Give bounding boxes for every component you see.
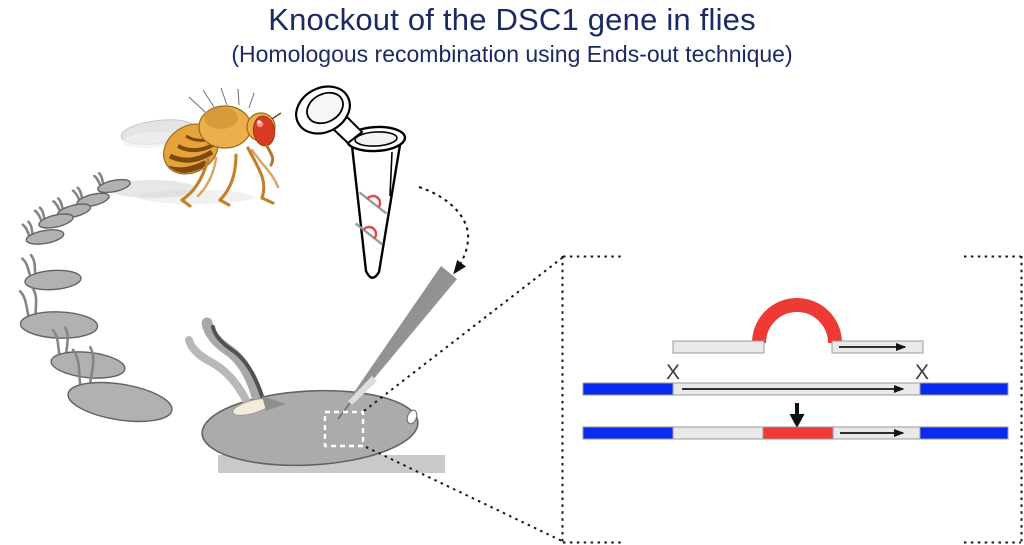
zoom-connector-lines: [363, 257, 563, 542]
embryo-flap: [262, 396, 286, 411]
eppendorf-tube: [295, 85, 407, 279]
embryo-arc: [17, 166, 181, 430]
tube-body: [350, 143, 402, 279]
fly-leg: [250, 148, 280, 189]
recombination-arrow: [789, 403, 805, 428]
crossover-label-right: X: [915, 361, 929, 384]
egg: [17, 286, 100, 341]
fly-leg: [260, 196, 275, 205]
fly-thorax: [188, 87, 255, 149]
fly-leg: [196, 156, 218, 198]
fruit-fly-illustration: [108, 87, 282, 208]
embryo-appendage: [201, 317, 264, 406]
egg: [21, 251, 83, 293]
chromosome-left: [582, 426, 674, 440]
fly-leg: [246, 146, 266, 200]
micropyle: [406, 409, 418, 425]
page-subtitle: (Homologous recombination using Ends-out…: [231, 41, 793, 67]
roi-dashed-box: [323, 410, 365, 448]
dna-construct-mini: [354, 222, 384, 246]
fly-head: [246, 112, 282, 167]
tube-cap: [295, 85, 351, 135]
recombined-locus-row: [582, 426, 1009, 440]
target-locus-row: [582, 382, 1009, 396]
fly-leg: [218, 198, 231, 207]
crossover-label-left: X: [666, 361, 680, 384]
donor-construct-row: [672, 298, 924, 354]
large-embryo: [185, 317, 419, 467]
fly-proboscis: [265, 144, 275, 167]
inserted-marker: [762, 426, 834, 440]
chromosome-left: [582, 382, 674, 396]
homology-arm-left: [672, 426, 764, 440]
dna-construct-mini: [358, 191, 388, 215]
embryo-appendage: [185, 336, 251, 406]
page-title: Knockout of the DSC1 gene in flies: [268, 2, 756, 37]
gene-targeting-diagram: X X: [582, 298, 1009, 440]
tube-inner-line: [389, 151, 393, 197]
egg: [34, 200, 75, 232]
homology-arm-left: [672, 340, 765, 354]
fly-leg: [180, 158, 210, 202]
embryo-appendage-dark: [211, 325, 265, 401]
magnified-panel-frame: [561, 255, 1023, 544]
transfer-arrow: [418, 186, 470, 275]
fly-leg: [180, 198, 192, 208]
chromosome-right: [919, 426, 1009, 440]
fly-shadow: [138, 190, 254, 204]
red-insert-arc: [752, 298, 842, 344]
chromosome-right: [919, 382, 1009, 396]
injection-needle: [337, 266, 457, 420]
fly-leg: [218, 153, 238, 202]
